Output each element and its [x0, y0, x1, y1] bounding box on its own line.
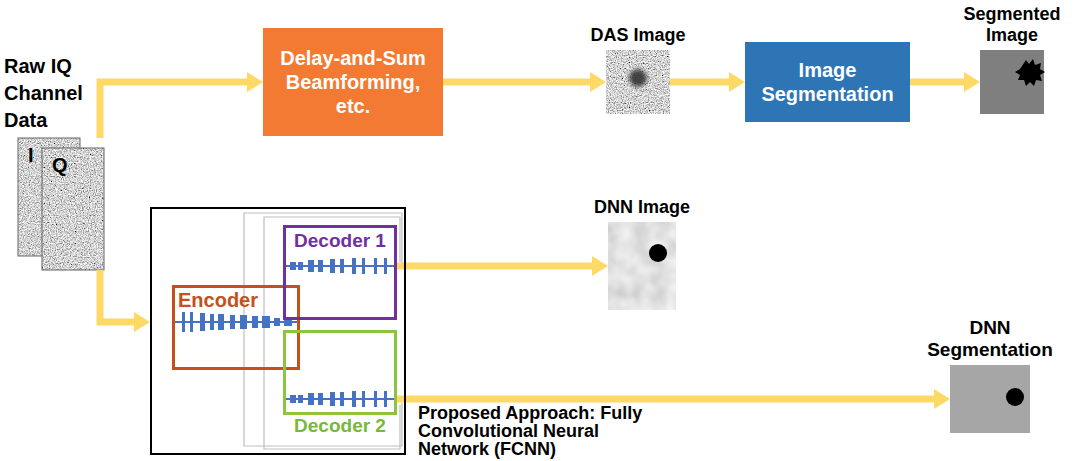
skip-connections — [244, 213, 402, 449]
flow-arrow — [100, 72, 263, 138]
arrow-head — [592, 256, 608, 276]
segmented-image — [980, 50, 1044, 114]
dnn-segmentation-image — [950, 365, 1030, 433]
dnn-segmentation-lesion — [1006, 388, 1024, 406]
decoder-layers — [286, 258, 394, 274]
arrow-line — [397, 263, 592, 270]
arrow-line — [910, 79, 964, 86]
channel-letter: I — [28, 144, 34, 166]
decoder-box: Decoder 1 — [283, 225, 397, 320]
image-title: DNN Image — [572, 197, 712, 218]
arrow-head — [134, 312, 150, 332]
arrow-head — [964, 72, 980, 92]
channel-letter: Q — [52, 154, 68, 176]
arrow-line — [100, 82, 247, 138]
das-lesion — [629, 69, 647, 87]
image-title: DNN Segmentation — [915, 317, 1065, 361]
flow-arrow — [443, 72, 606, 92]
dnn-image — [608, 222, 676, 310]
approach-caption: Proposed Approach: Fully Convolutional N… — [418, 404, 653, 458]
encoder-box: Encoder — [172, 285, 300, 370]
decoder-box: Decoder 2 — [283, 330, 397, 415]
arrow-head — [934, 389, 950, 409]
image-border — [42, 148, 104, 270]
decoder-layers — [286, 391, 394, 407]
image-title: DAS Image — [568, 25, 708, 46]
arrow-line — [100, 270, 134, 322]
block-label: Encoder — [178, 288, 258, 312]
block-label: Decoder 2 — [276, 414, 404, 437]
das-image — [606, 50, 670, 114]
q-channel-image — [42, 148, 104, 270]
process-box: Image Segmentation — [745, 42, 910, 122]
flow-arrow — [910, 72, 980, 92]
process-label: Delay-and-Sum Beamforming, etc. — [273, 46, 433, 118]
input-label: Raw IQ Channel Data — [4, 53, 96, 134]
flow-arrow — [397, 256, 608, 276]
raw-data-images: Raw IQ Channel DataIQ — [18, 138, 104, 270]
dnn-lesion — [649, 244, 667, 262]
flow-arrow — [100, 270, 150, 332]
dnn-image-texture — [608, 222, 676, 310]
arrow-line — [397, 396, 934, 403]
arrow-line — [443, 79, 590, 86]
image-panel: Segmented Image — [980, 50, 1044, 114]
image-title: Segmented Image — [957, 4, 1067, 46]
arrow-head — [247, 72, 263, 92]
image-panel: DNN Image — [608, 222, 676, 310]
process-label: Image Segmentation — [755, 58, 900, 106]
flow-arrow — [670, 72, 745, 92]
network-frame: Proposed Approach: Fully Convolutional N… — [150, 207, 406, 455]
arrow-line — [670, 79, 729, 86]
block-label: Decoder 1 — [286, 229, 394, 252]
arrow-head — [729, 72, 745, 92]
arrow-head — [590, 72, 606, 92]
image-panel: DAS Image — [606, 50, 670, 114]
segmented-blob — [1015, 59, 1045, 86]
encoder-layers — [172, 312, 298, 332]
process-box: Delay-and-Sum Beamforming, etc. — [263, 28, 443, 136]
image-panel: DNN Segmentation — [950, 365, 1030, 433]
